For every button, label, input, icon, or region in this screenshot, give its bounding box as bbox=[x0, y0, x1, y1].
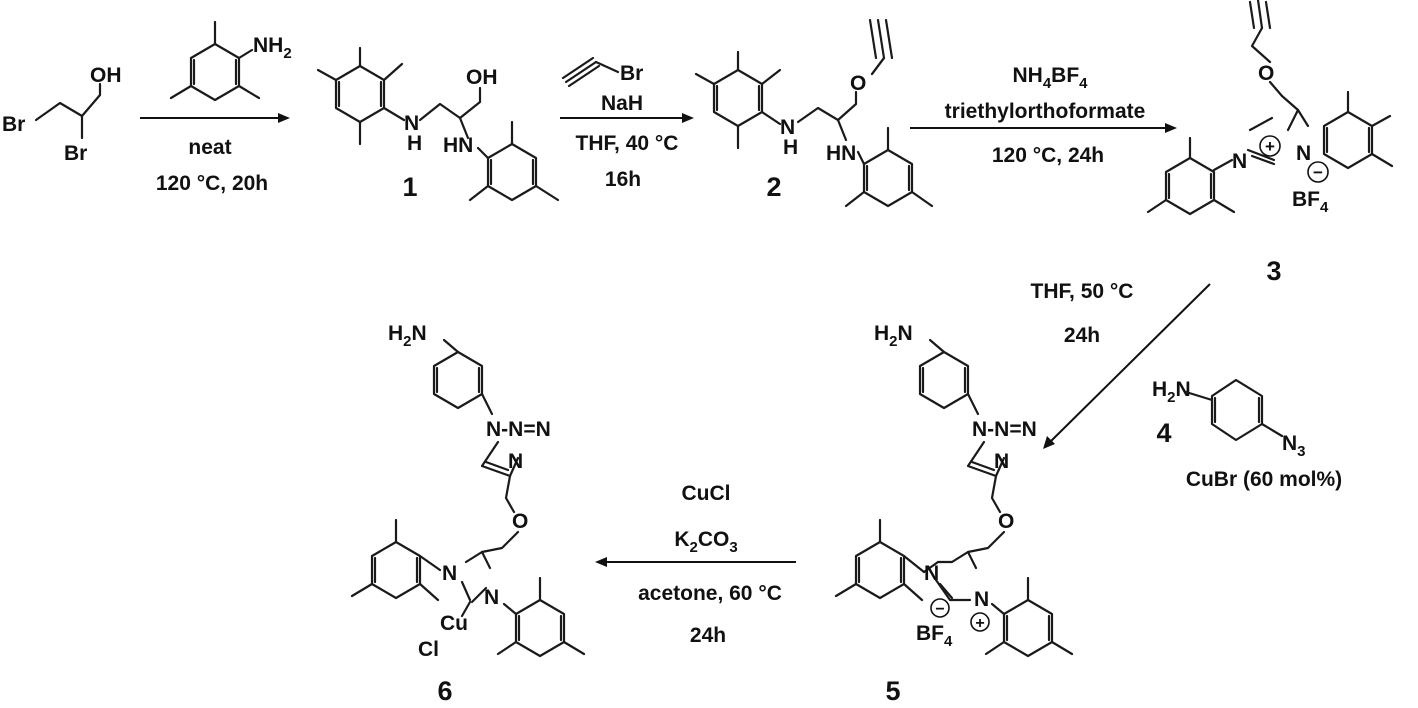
copper-label: Cu bbox=[440, 612, 468, 635]
step-2: Br NaH THF, 40 °C 16h bbox=[560, 56, 694, 191]
imidazolinium-nitrogen-label: N bbox=[974, 588, 989, 611]
step-5: CuCl K2CO3 acetone, 60 °C 24h bbox=[595, 482, 796, 647]
compound-6-structure: H2N N-N=N N O N N Cu Cl bbox=[350, 322, 586, 661]
condition-text: CuCl bbox=[682, 482, 731, 505]
imidazolinium-nitrogen-label: N bbox=[924, 562, 939, 585]
4-azidoaniline-reagent: H2N N3 bbox=[1152, 378, 1306, 460]
arrowhead bbox=[682, 113, 694, 123]
amine-label: H2N bbox=[388, 322, 427, 350]
amine-label: H2N bbox=[1152, 378, 1191, 406]
triazole-nitrogen-label: N-N=N bbox=[972, 418, 1037, 441]
amine-hydrogen-label: H bbox=[407, 132, 422, 155]
triazole-nitrogen-label: N bbox=[994, 450, 1009, 473]
condition-text: 24h bbox=[1064, 324, 1100, 347]
tetrafluoroborate-label: BF4 bbox=[1292, 188, 1329, 216]
ether-oxygen-label: O bbox=[998, 510, 1014, 533]
bromo-label: Br bbox=[620, 62, 643, 85]
condition-text: NaH bbox=[601, 92, 643, 115]
triazole-nitrogen-label: N-N=N bbox=[486, 418, 551, 441]
compound-3-structure: O N N + − BF4 bbox=[1146, 0, 1394, 216]
ether-oxygen-label: O bbox=[850, 72, 866, 95]
condition-text: neat bbox=[188, 136, 231, 159]
condition-text: 120 °C, 24h bbox=[992, 144, 1104, 167]
step-3: NH4BF4 triethylorthoformate 120 °C, 24h bbox=[910, 64, 1177, 167]
reagent-text: K2CO3 bbox=[674, 528, 737, 556]
chloride-label: Cl bbox=[418, 638, 439, 661]
compound-number: 1 bbox=[402, 172, 417, 202]
imidazolinium-nitrogen-label: N bbox=[1232, 150, 1247, 173]
negative-charge-sign: − bbox=[935, 601, 944, 618]
arrowhead bbox=[1043, 436, 1055, 449]
condition-text: 24h bbox=[690, 624, 726, 647]
dibromopropanol-structure: Br Br OH bbox=[2, 64, 122, 165]
imidazolidinylidene-nitrogen-label: N bbox=[442, 562, 457, 585]
condition-text: THF, 40 °C bbox=[576, 132, 679, 155]
condition-text: triethylorthoformate bbox=[945, 100, 1146, 123]
compound-2-structure: N H HN O bbox=[694, 18, 934, 208]
arrowhead bbox=[278, 113, 290, 123]
compound-number: 5 bbox=[885, 676, 900, 706]
amine-label: HN bbox=[826, 142, 856, 165]
mesitylamine-reagent: NH2 bbox=[169, 20, 292, 102]
ether-oxygen-label: O bbox=[1258, 62, 1274, 85]
tetrafluoroborate-label: BF4 bbox=[916, 622, 953, 650]
positive-charge-icon bbox=[970, 612, 990, 632]
bromo-label: Br bbox=[2, 113, 25, 136]
compound-number: 4 bbox=[1156, 418, 1171, 448]
imidazolinium-nitrogen-label: N bbox=[1296, 142, 1311, 165]
arrowhead bbox=[595, 557, 607, 567]
propargyl-bromide-reagent: Br bbox=[561, 56, 643, 88]
hydroxyl-label: OH bbox=[466, 66, 498, 89]
positive-charge-sign: + bbox=[1265, 137, 1275, 156]
imidazolidinylidene-nitrogen-label: N bbox=[484, 586, 499, 609]
step-1: NH2 neat 120 °C, 20h bbox=[140, 20, 292, 195]
amine-hydrogen-label: H bbox=[783, 136, 798, 159]
compound-1-structure: N H HN OH bbox=[316, 46, 560, 202]
compound-5-structure: H2N N-N=N N O N N − + BF4 bbox=[834, 322, 1074, 658]
amine-label: NH2 bbox=[253, 34, 292, 62]
reagent-text: NH4BF4 bbox=[1012, 64, 1088, 92]
amine-label: H2N bbox=[874, 322, 913, 350]
condition-text: 16h bbox=[605, 168, 641, 191]
compound-number: 2 bbox=[766, 172, 781, 202]
negative-charge-sign: − bbox=[1313, 163, 1323, 182]
negative-charge-icon bbox=[1307, 161, 1329, 183]
arrowhead bbox=[1165, 123, 1177, 133]
negative-charge-icon bbox=[930, 598, 950, 618]
reaction-arrow bbox=[1047, 283, 1211, 445]
condition-text: acetone, 60 °C bbox=[638, 582, 782, 605]
positive-charge-icon bbox=[1259, 135, 1281, 157]
condition-text: THF, 50 °C bbox=[1031, 280, 1134, 303]
triazole-nitrogen-label: N bbox=[508, 450, 523, 473]
amine-nitrogen-label: N bbox=[780, 116, 795, 139]
ether-oxygen-label: O bbox=[512, 510, 528, 533]
step-4: THF, 50 °C 24h H2N N3 4 CuBr (60 mol%) bbox=[1031, 280, 1343, 491]
compound-number: 3 bbox=[1266, 256, 1281, 286]
hydroxyl-label: OH bbox=[90, 64, 122, 87]
positive-charge-sign: + bbox=[975, 615, 984, 632]
bromo-label: Br bbox=[64, 142, 87, 165]
azide-label: N3 bbox=[1282, 432, 1306, 460]
condition-text: 120 °C, 20h bbox=[156, 172, 268, 195]
amine-nitrogen-label: N bbox=[404, 112, 419, 135]
amine-label: HN bbox=[443, 134, 473, 157]
catalyst-text: CuBr (60 mol%) bbox=[1186, 468, 1342, 491]
compound-number: 6 bbox=[437, 676, 452, 706]
